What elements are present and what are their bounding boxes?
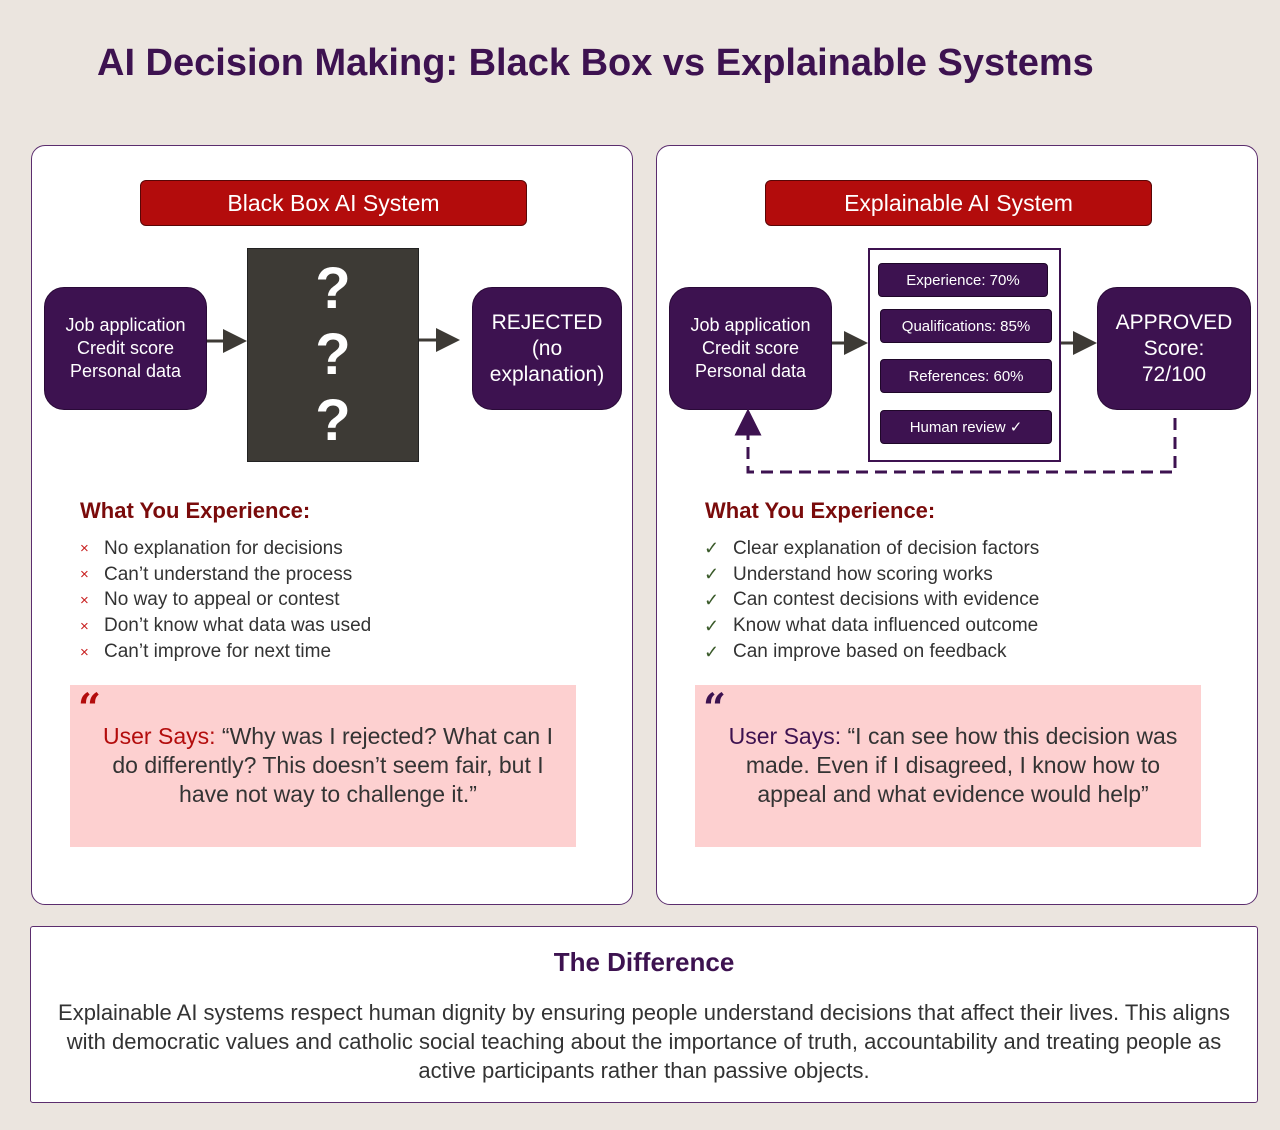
list-item: ✓Understand how scoring works xyxy=(704,563,993,585)
cross-icon: × xyxy=(80,617,89,635)
factor-chip: Experience: 70% xyxy=(878,263,1048,297)
page-title: AI Decision Making: Black Box vs Explain… xyxy=(97,42,1094,84)
output-line: REJECTED xyxy=(491,310,603,334)
explainable-arrows xyxy=(734,331,1177,474)
rejected-output-node: REJECTED (no explanation) xyxy=(472,287,622,410)
list-item: ×No way to appeal or contest xyxy=(80,589,340,611)
list-item: ×No explanation for decisions xyxy=(80,537,343,559)
quote-icon: “ xyxy=(78,685,102,732)
factors-box: Experience: 70% Qualifications: 85% Refe… xyxy=(868,248,1061,462)
list-item: ✓Can contest decisions with evidence xyxy=(704,589,1040,611)
cross-icon: × xyxy=(80,591,89,609)
user-quote: User Says: “I can see how this decision … xyxy=(715,722,1191,809)
list-item: ×Can’t improve for next time xyxy=(80,641,332,663)
quote-body: “Why was I rejected? What can I do diffe… xyxy=(112,723,553,807)
experience-heading: What You Experience: xyxy=(705,498,936,523)
question-mark: ? xyxy=(315,388,351,453)
quote-icon: “ xyxy=(703,685,727,732)
experience-list: ×No explanation for decisions ×Can’t und… xyxy=(80,536,371,665)
black-box: ? ? ? xyxy=(247,248,419,462)
list-item: ✓Can improve based on feedback xyxy=(704,641,1007,663)
difference-box: The Difference Explainable AI systems re… xyxy=(30,926,1258,1103)
explainable-input-node: Job application Credit score Personal da… xyxy=(669,287,832,410)
output-line: 72/100 xyxy=(1141,362,1207,386)
check-icon: ✓ xyxy=(704,589,720,610)
list-item: ✓Know what data influenced outcome xyxy=(704,615,1039,637)
input-line: Personal data xyxy=(69,361,182,381)
input-line: Credit score xyxy=(76,338,175,358)
factor-chip: Human review ✓ xyxy=(880,410,1052,444)
question-mark: ? xyxy=(315,322,351,387)
input-line: Job application xyxy=(65,315,186,335)
black-box-arrows xyxy=(207,328,460,353)
difference-text: Explainable AI systems respect human dig… xyxy=(58,1000,1230,1083)
quote-label: User Says: xyxy=(728,723,842,749)
experience-list: ✓Clear explanation of decision factors ✓… xyxy=(704,536,1039,665)
black-box-header: Black Box AI System xyxy=(140,180,527,226)
output-line: Score: xyxy=(1143,336,1205,360)
check-icon: ✓ xyxy=(704,615,720,636)
difference-title: The Difference xyxy=(553,947,735,977)
cross-icon: × xyxy=(80,566,89,584)
explainable-panel: Explainable AI System Job application Cr… xyxy=(656,145,1258,905)
output-line: explanation) xyxy=(489,362,605,386)
black-box-input-node: Job application Credit score Personal da… xyxy=(44,287,207,410)
check-icon: ✓ xyxy=(704,564,720,585)
user-quote-box: “ User Says: “I can see how this decisio… xyxy=(695,685,1201,847)
user-quote-box: “ User Says: “Why was I rejected? What c… xyxy=(70,685,576,847)
input-line: Job application xyxy=(690,315,811,335)
check-icon: ✓ xyxy=(704,641,720,662)
list-item: ×Can’t understand the process xyxy=(80,563,353,585)
factor-chip: References: 60% xyxy=(880,359,1052,393)
cross-icon: × xyxy=(80,540,89,558)
question-mark: ? xyxy=(315,256,351,321)
black-box-panel: Black Box AI System Job application Cred… xyxy=(31,145,633,905)
output-line: APPROVED xyxy=(1115,310,1233,334)
user-quote: User Says: “Why was I rejected? What can… xyxy=(90,722,566,809)
input-line: Personal data xyxy=(694,361,807,381)
quote-label: User Says: xyxy=(103,723,216,749)
list-item: ×Don’t know what data was used xyxy=(80,615,372,637)
approved-output-node: APPROVED Score: 72/100 xyxy=(1097,287,1251,410)
experience-heading: What You Experience: xyxy=(80,498,311,523)
explainable-header: Explainable AI System xyxy=(765,180,1152,226)
check-icon: ✓ xyxy=(704,538,720,559)
factor-chip: Qualifications: 85% xyxy=(880,309,1052,343)
list-item: ✓Clear explanation of decision factors xyxy=(704,537,1040,559)
output-line: (no xyxy=(531,336,563,360)
cross-icon: × xyxy=(80,643,89,661)
feedback-loop-arrow xyxy=(734,408,1177,474)
input-line: Credit score xyxy=(701,338,800,358)
quote-body: “I can see how this decision was made. E… xyxy=(745,723,1178,807)
